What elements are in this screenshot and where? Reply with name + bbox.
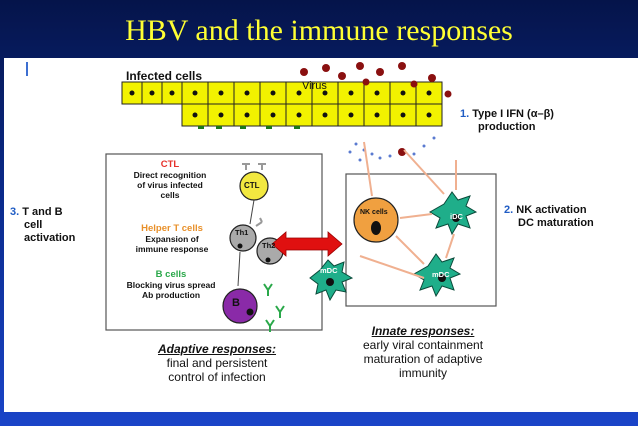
decorative-tick: [26, 62, 28, 76]
step-1-line2: production: [478, 121, 536, 133]
helper-line2: immune response: [135, 244, 209, 254]
nk-cells-label: NK cells: [360, 209, 388, 216]
step-3-line1: T and B: [22, 206, 63, 218]
ctl-text: CTL Direct recognition of virus infected…: [116, 159, 224, 201]
helper-line1: Expansion of: [145, 234, 199, 244]
innate-line2: maturation of adaptive: [363, 352, 483, 366]
th1-label: Th1: [235, 228, 249, 237]
step-2-line2: DC maturation: [518, 217, 594, 229]
idc-cell: [429, 191, 478, 236]
innate-line3: immunity: [398, 366, 447, 380]
innate-caption: Innate responses: early viral containmen…: [338, 324, 508, 380]
step-1-label: 1. Type I IFN (α–β) production: [460, 108, 554, 134]
helper-text: Helper T cells Expansion of immune respo…: [120, 223, 224, 255]
bcells-heading: B cells: [155, 269, 187, 280]
mdc-right-label: mDC: [432, 270, 450, 279]
ctl-line1: Direct recognition: [133, 170, 207, 180]
ctl-cell-label: CTL: [244, 181, 260, 190]
adaptive-line2: control of infection: [168, 370, 266, 384]
mdc-cell-right: [413, 253, 462, 298]
b-cell-label: B: [232, 297, 240, 309]
innate-arrows: [359, 141, 457, 279]
bcells-text: B cells Blocking virus spread Ab product…: [116, 269, 226, 301]
helper-heading: Helper T cells: [141, 223, 203, 234]
step-1-line1: Type I IFN (α–β): [472, 108, 554, 120]
innate-heading: Innate responses:: [371, 324, 475, 338]
step-3-line3: activation: [24, 232, 76, 244]
innate-line1: early viral containment: [362, 338, 484, 352]
th1-cell: [229, 224, 257, 252]
step-2-label: 2. NK activation DC maturation: [504, 204, 594, 230]
antibodies: [263, 283, 285, 332]
mdc-left-label: mDC: [320, 266, 338, 275]
nk-cell: [353, 197, 399, 243]
th2-label: Th2: [262, 241, 276, 250]
diagram-panel: Infected cells Virus 1. Type I IFN (α–β)…: [4, 58, 638, 412]
step-1-number: 1.: [460, 108, 470, 120]
step-3-label: 3. T and B cell activation: [10, 206, 75, 245]
slide-title: HBV and the immune responses: [125, 14, 513, 47]
infected-cell-layer: [121, 81, 443, 129]
ifn-dots: [348, 136, 436, 162]
step-2-number: 2.: [504, 204, 514, 216]
ctl-line3: cells: [160, 190, 180, 200]
ctl-heading: CTL: [160, 159, 180, 170]
red-double-arrow: [271, 231, 343, 257]
infected-cells-label: Infected cells: [126, 69, 203, 83]
mdc-cell-left: [309, 259, 354, 302]
adaptive-caption: Adaptive responses: final and persistent…: [122, 342, 312, 384]
diagram-graphics: [105, 62, 497, 332]
idc-label: iDC: [450, 212, 463, 221]
virus-label: Virus: [302, 80, 327, 92]
step-3-line2: cell: [24, 219, 43, 231]
bcells-line1: Blocking virus spread: [126, 280, 216, 290]
adaptive-line1: final and persistent: [166, 356, 268, 370]
bcells-line2: Ab production: [141, 290, 201, 300]
b-cell: [222, 288, 258, 324]
adaptive-heading: Adaptive responses:: [157, 342, 277, 356]
ctl-line2: of virus infected: [137, 180, 203, 190]
step-3-number: 3.: [10, 206, 20, 218]
step-2-line1: NK activation: [516, 204, 587, 216]
